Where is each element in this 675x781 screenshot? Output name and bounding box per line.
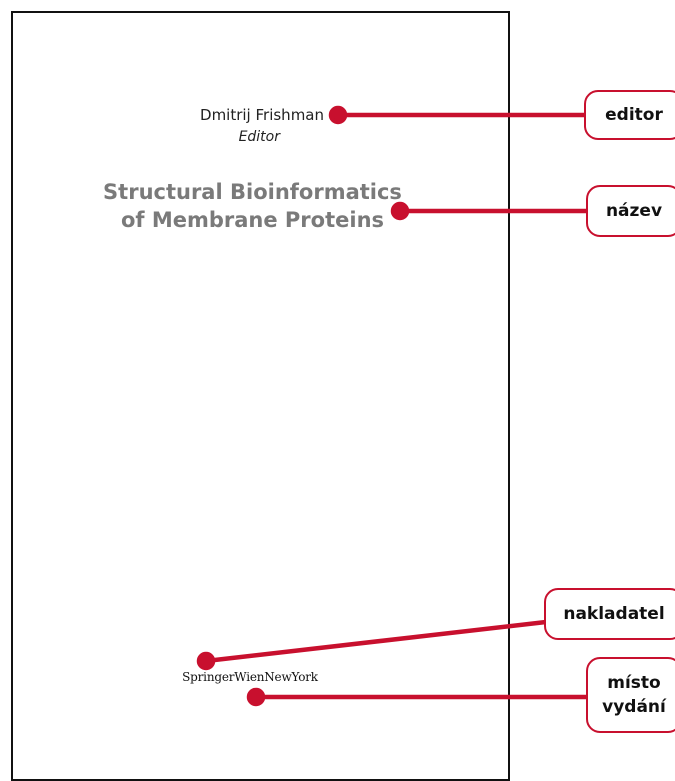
book-title: Structural Bioinformatics of Membrane Pr…: [100, 178, 405, 234]
book-title-line-2: of Membrane Proteins: [120, 208, 385, 232]
editor-role: Editor: [238, 129, 280, 145]
callout-title: název: [586, 185, 675, 237]
editor-name: Dmitrij Frishman: [200, 106, 324, 124]
place-connector-dot: [246, 687, 266, 707]
publisher-connector-dot: [196, 651, 216, 671]
editor-connector-dot: [328, 105, 348, 125]
callout-place-of-publication: místo vydání: [586, 657, 675, 733]
publisher-connector-line: [205, 619, 547, 664]
publisher-imprint: SpringerWienNewYork: [182, 670, 318, 684]
book-title-line-1: Structural Bioinformatics: [103, 180, 402, 204]
callout-editor: editor: [584, 90, 675, 140]
callout-publisher: nakladatel: [544, 588, 675, 640]
title-connector-dot: [390, 201, 410, 221]
